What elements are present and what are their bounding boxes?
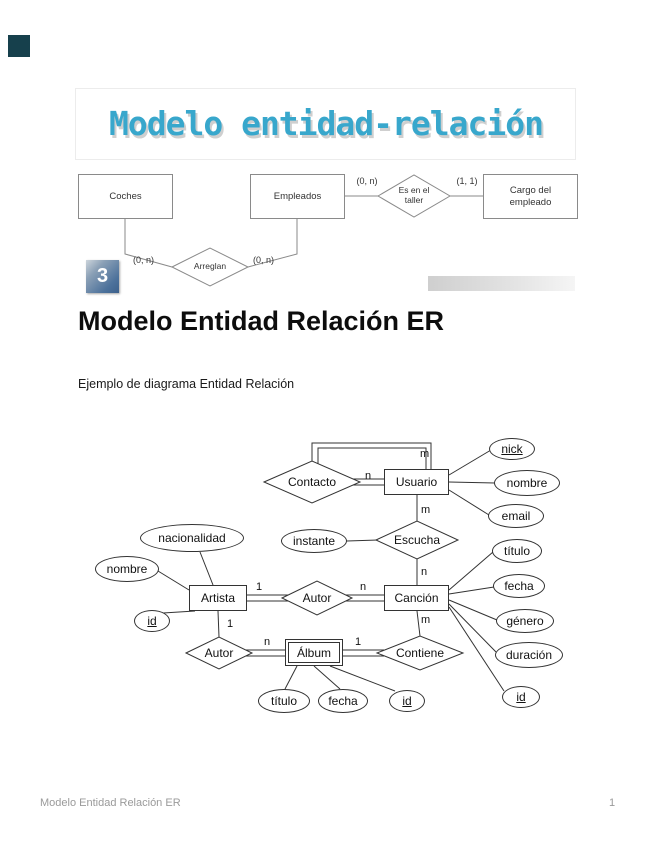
entity-album: Álbum <box>285 639 343 666</box>
relationship-diamond-autor-album <box>184 636 254 670</box>
cardinality-contacto-m: m <box>420 448 430 460</box>
cardinality-empleados-arreglan: (0, n) <box>253 255 275 265</box>
attribute-album-titulo: título <box>258 689 310 713</box>
banner-title: Modelo entidad-relación <box>109 104 544 143</box>
relationship-contacto-label: Contacto <box>287 475 337 489</box>
attribute-usuario-nick: nick <box>489 438 535 460</box>
entity-usuario: Usuario <box>384 469 449 495</box>
relationship-diamond-contacto <box>262 460 362 504</box>
cardinality-escucha-cancion: n <box>421 566 428 578</box>
cardinality-cancion-contiene: m <box>421 614 431 626</box>
attribute-cancion-genero: género <box>496 609 554 633</box>
relationship-diamond-es-en-el-taller <box>377 174 451 218</box>
attribute-artista-nombre: nombre <box>95 556 159 582</box>
relationship-autor-album-label: Autor <box>204 646 234 660</box>
relationship-escucha-label: Escucha <box>393 533 441 547</box>
relationship-diamond-contiene <box>375 635 465 671</box>
cardinality-artista-autor2: 1 <box>227 618 234 630</box>
cardinality-taller-cargo: (1, 1) <box>456 176 478 186</box>
title-banner: Modelo entidad-relación <box>75 88 576 160</box>
cardinality-artista-autor: 1 <box>256 581 263 593</box>
album-attribute-lines <box>284 665 396 692</box>
relationship-diamond-autor-cancion <box>280 580 354 616</box>
attribute-usuario-email: email <box>488 504 544 528</box>
entity-artista: Artista <box>189 585 247 611</box>
relationship-autor-cancion-label: Autor <box>302 591 332 605</box>
cardinality-album-contiene: 1 <box>355 636 362 648</box>
attribute-album-id: id <box>389 690 425 712</box>
er-diagram-musica: Usuario Canción Artista Álbum Contacto E… <box>85 430 575 722</box>
entity-coches: Coches <box>78 174 173 219</box>
attribute-escucha-instante: instante <box>281 529 347 553</box>
artista-attribute-lines <box>157 551 214 614</box>
diagram1-canvas <box>124 174 483 287</box>
attribute-usuario-nombre: nombre <box>494 470 560 496</box>
attribute-album-fecha: fecha <box>318 689 368 713</box>
corner-accent-square <box>8 35 30 57</box>
relationship-diamond-arreglan <box>170 247 250 287</box>
relationship-es-en-el-taller-label: Es en el taller <box>398 185 430 205</box>
attribute-artista-id: id <box>134 610 170 632</box>
cropped-image-artifact <box>428 276 575 291</box>
autor-cancion-lines <box>247 594 384 602</box>
cardinality-empleados-taller: (0, n) <box>356 176 378 186</box>
attribute-cancion-fecha: fecha <box>493 574 545 598</box>
entity-empleados: Empleados <box>250 174 345 219</box>
er-diagram-taller: Coches Empleados Cargo del empleado Es e… <box>75 170 580 295</box>
usuario-attribute-lines <box>448 449 496 516</box>
entity-cancion: Canción <box>384 585 449 611</box>
page-title: Modelo Entidad Relación ER <box>78 306 445 336</box>
escucha-lines <box>346 495 418 585</box>
relationship-arreglan-label: Arreglan <box>193 261 227 271</box>
cardinality-autor-cancion: n <box>360 581 367 593</box>
attribute-cancion-id: id <box>502 686 540 708</box>
contacto-usuario-lines <box>311 442 432 486</box>
cancion-attribute-lines <box>448 551 505 692</box>
attribute-cancion-titulo: título <box>492 539 542 563</box>
intro-text: Ejemplo de diagrama Entidad Relación <box>78 377 295 391</box>
relationship-contiene-label: Contiene <box>395 646 445 660</box>
cardinality-contacto-n: n <box>365 470 372 482</box>
connector-lines <box>124 195 483 268</box>
cardinality-usuario-escucha: m <box>421 504 431 516</box>
cardinality-coches-arreglan: (0, n) <box>133 255 155 265</box>
attribute-cancion-duracion: duración <box>495 642 563 668</box>
autor-album-lines <box>217 610 285 657</box>
diagram2-canvas <box>157 442 505 692</box>
page-number: 1 <box>609 797 616 809</box>
step-number-badge: 3 <box>86 260 119 293</box>
relationship-diamond-escucha <box>374 520 460 560</box>
contiene-lines <box>343 610 421 657</box>
footer-text: Modelo Entidad Relación ER <box>40 797 181 809</box>
entity-cargo-del-empleado: Cargo del empleado <box>483 174 578 219</box>
cardinality-autor-album: n <box>264 636 271 648</box>
attribute-artista-nacionalidad: nacionalidad <box>140 524 244 552</box>
